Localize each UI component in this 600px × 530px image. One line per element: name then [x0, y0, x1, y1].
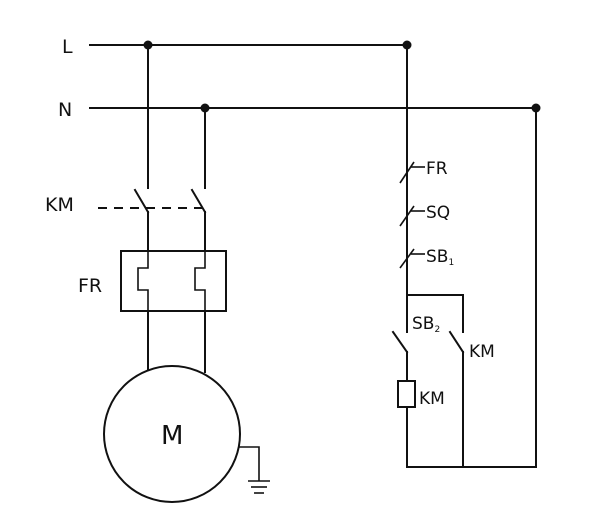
ground-wire: [239, 446, 260, 481]
sq-actuator: [399, 205, 415, 227]
fr-nc-actuator: [399, 161, 415, 184]
fr-overload-box: [120, 250, 227, 312]
label-km-holding: KM: [469, 342, 495, 362]
km-main-contact-1: [133, 188, 150, 214]
label-sq: SQ: [426, 203, 450, 223]
km-holding-contact: [448, 330, 465, 354]
label-sb1: SB1: [426, 247, 454, 268]
label-n: N: [58, 99, 72, 121]
fr-heater-1: [137, 251, 149, 311]
label-km-main: KM: [45, 194, 74, 216]
motor-symbol: [103, 365, 241, 503]
label-motor: M: [161, 421, 183, 451]
label-fr-contact: FR: [426, 159, 448, 179]
label-km-coil: KM: [419, 389, 445, 409]
holding-branch-top: [406, 294, 464, 333]
km-coil: [397, 380, 416, 408]
label-fr-main: FR: [78, 275, 102, 297]
fr-heater-2: [194, 251, 206, 311]
sb2-contact: [391, 330, 409, 354]
label-l: L: [62, 36, 73, 58]
label-sb2: SB2: [412, 314, 440, 335]
sb1-actuator: [399, 248, 415, 269]
